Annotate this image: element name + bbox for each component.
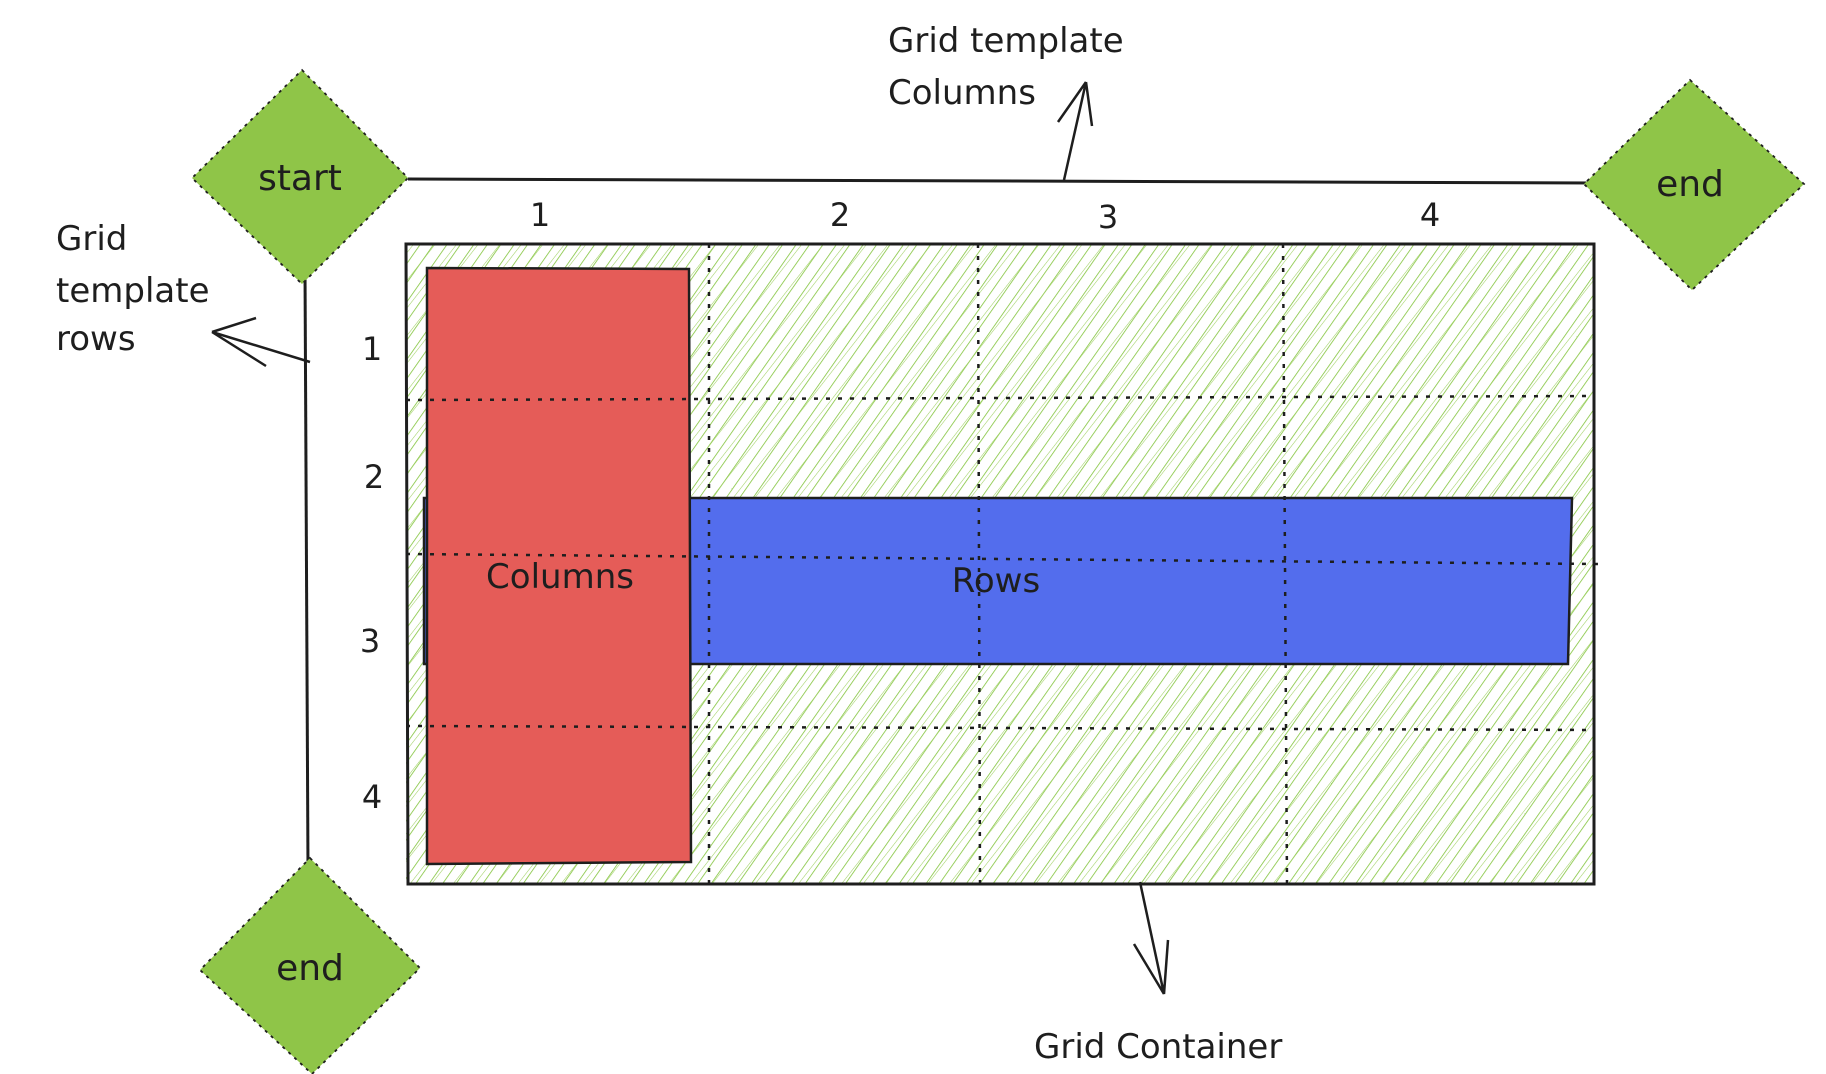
rows-area [422,496,1574,666]
column-number: 3 [1098,198,1118,236]
marker-start: start [190,68,410,286]
column-number: 1 [530,196,550,234]
arrow-up-icon [1056,81,1094,181]
top-axis-line [407,177,1596,185]
annotation-grid-template-rows: Grid template rows [56,219,209,359]
marker-end-bottom-left-label: end [276,948,344,989]
marker-end-bottom-left: end [198,856,422,1074]
row-number: 3 [360,622,380,660]
column-number: 4 [1420,196,1440,234]
annotation-grid-template-columns: Grid template Columns [888,21,1124,113]
annotation-grid-container: Grid Container [1034,1027,1282,1067]
annotation-line: Grid template [888,21,1124,61]
rows-label: Rows [952,561,1040,601]
marker-start-label: start [258,158,342,199]
columns-label: Columns [486,557,634,597]
arrow-down-icon [1132,881,1170,995]
column-numbers: 1 2 3 4 [530,196,1440,236]
annotation-line: rows [56,319,136,359]
marker-end-top-right: end [1582,78,1806,292]
column-number: 2 [830,196,850,234]
row-number: 2 [364,458,384,496]
annotation-line: Columns [888,73,1036,113]
marker-end-top-right-label: end [1656,164,1724,205]
arrow-left-icon [211,316,311,368]
row-number: 4 [362,778,382,816]
annotation-line: Grid [56,219,127,259]
row-numbers: 1 2 3 4 [360,330,384,816]
left-axis-line [303,269,310,871]
row-number: 1 [362,330,382,368]
annotation-line: template [56,271,209,311]
columns-area [425,266,693,866]
arrows [211,81,1170,995]
